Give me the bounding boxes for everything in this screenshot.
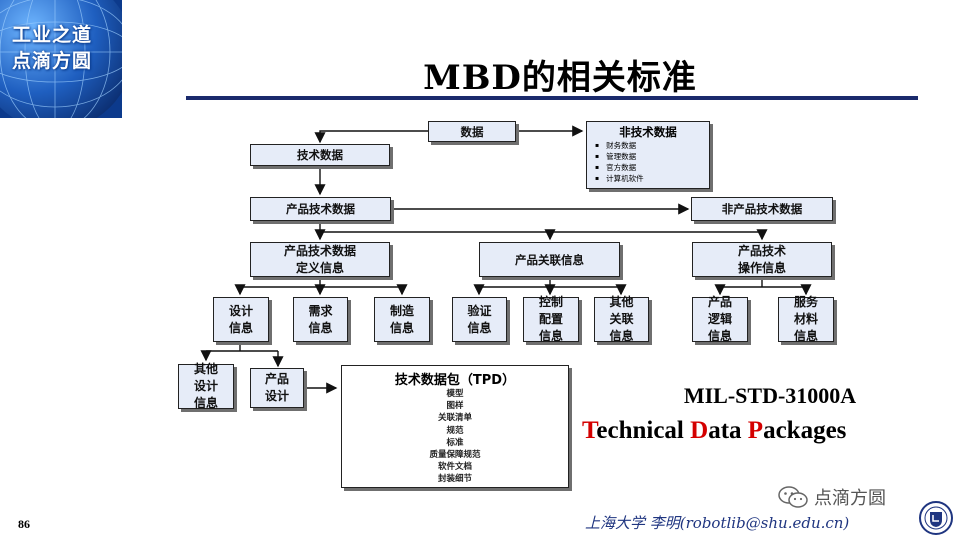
list-item: 计算机软件 bbox=[595, 173, 709, 184]
non-product-technical-data-box: 非产品技术数据 bbox=[691, 197, 833, 221]
box-line: 验证 bbox=[467, 303, 492, 318]
box-line: 信息 bbox=[538, 329, 563, 343]
product-technical-data-box: 产品技术数据 bbox=[250, 197, 391, 221]
box-line: 逻辑 bbox=[707, 312, 732, 326]
list-item: 关联清单 bbox=[437, 413, 472, 424]
other-association-info-box: 其他关联信息 bbox=[594, 295, 649, 343]
university-seal-icon bbox=[919, 501, 953, 535]
technical-data-label: 技术数据 bbox=[297, 148, 343, 162]
box-line: 信息 bbox=[193, 396, 218, 410]
list-item: 财务数据 bbox=[595, 140, 709, 151]
box-line: 信息 bbox=[228, 320, 253, 335]
manufacturing-info-box: 制造信息 bbox=[374, 297, 430, 342]
wechat-watermark: 点滴方圆 bbox=[778, 484, 886, 510]
box-line: 设计 bbox=[228, 303, 253, 318]
caption-text: ata bbox=[708, 417, 748, 444]
caption-text: ackages bbox=[763, 417, 847, 444]
list-item: 官方数据 bbox=[595, 162, 709, 173]
design-info-box: 设计信息 bbox=[213, 297, 269, 342]
list-item: 管理数据 bbox=[595, 151, 709, 162]
box-line: 信息 bbox=[389, 320, 414, 335]
box-line: 信息 bbox=[467, 320, 492, 335]
box-line: 设计 bbox=[264, 389, 289, 403]
product-definition-info-box: 产品技术数据 定义信息 bbox=[250, 242, 390, 277]
box-line: 定义信息 bbox=[295, 260, 344, 275]
list-item: 模型 bbox=[446, 389, 464, 399]
slide-title: MBD的相关标准 bbox=[423, 58, 697, 98]
globe-icon bbox=[0, 0, 122, 118]
box-line: 服务 bbox=[793, 295, 818, 309]
box-line: 操作信息 bbox=[737, 260, 786, 275]
product-operation-info-box: 产品技术 操作信息 bbox=[692, 242, 832, 277]
box-line: 配置 bbox=[538, 312, 563, 326]
product-association-info-box: 产品关联信息 bbox=[479, 242, 620, 277]
list-item: 图样 bbox=[446, 401, 464, 412]
product-design-box: 产品设计 bbox=[250, 368, 304, 408]
technical-data-package-box: 技术数据包（TPD） 模型 图样 关联清单 规范 标准 质量保障规范 软件文档 … bbox=[341, 365, 569, 488]
technical-data-box: 技术数据 bbox=[250, 144, 390, 166]
non-product-technical-data-label: 非产品技术数据 bbox=[721, 202, 803, 216]
requirement-info-box: 需求信息 bbox=[293, 297, 348, 342]
logo-line-1: 工业之道 bbox=[12, 24, 93, 46]
wechat-icon bbox=[778, 486, 808, 508]
data-label: 数据 bbox=[460, 124, 484, 139]
logo-line-2: 点滴方圆 bbox=[12, 50, 93, 72]
box-line: 其他 bbox=[609, 295, 634, 309]
box-line: 信息 bbox=[793, 329, 818, 343]
box-line: 产品 bbox=[264, 372, 289, 386]
caption-initial: P bbox=[747, 417, 764, 444]
box-line: 控制 bbox=[538, 295, 563, 309]
product-technical-data-label: 产品技术数据 bbox=[286, 202, 355, 216]
box-line: 关联 bbox=[609, 312, 634, 326]
caption-initial: T bbox=[582, 417, 597, 444]
box-line: 信息 bbox=[308, 320, 333, 335]
box-line: 产品技术数据 bbox=[283, 243, 356, 258]
brand-logo: 工业之道 点滴方圆 bbox=[0, 0, 122, 118]
non-technical-data-list: 财务数据 管理数据 官方数据 计算机软件 bbox=[595, 140, 709, 184]
footer-credit: 上海大学 李明(robotlib@shu.edu.cn) bbox=[585, 514, 850, 532]
data-box: 数据 bbox=[428, 121, 516, 142]
box-line: 其他 bbox=[193, 362, 218, 376]
box-line: 信息 bbox=[609, 329, 634, 343]
title-underline bbox=[186, 96, 918, 100]
box-line: 产品技术 bbox=[737, 243, 786, 258]
configuration-control-info-box: 控制配置信息 bbox=[523, 295, 579, 343]
list-item: 封装细节 bbox=[437, 474, 472, 485]
watermark-text: 点滴方圆 bbox=[814, 488, 886, 509]
box-line: 设计 bbox=[193, 379, 218, 393]
technical-data-packages-caption: Technical Data Packages bbox=[582, 417, 942, 445]
list-item: 规范 bbox=[446, 425, 464, 436]
non-technical-data-box: 非技术数据 财务数据 管理数据 官方数据 计算机软件 bbox=[586, 121, 710, 189]
product-logic-info-box: 产品逻辑信息 bbox=[692, 295, 748, 343]
service-material-info-box: 服务材料信息 bbox=[778, 295, 834, 343]
tpd-list: 模型 图样 关联清单 规范 标准 质量保障规范 软件文档 封装细节 bbox=[342, 388, 568, 486]
box-line: 材料 bbox=[793, 312, 818, 326]
caption-text: echnical bbox=[596, 417, 691, 444]
caption-initial: D bbox=[690, 417, 709, 444]
box-line: 制造 bbox=[389, 303, 414, 318]
verification-info-box: 验证信息 bbox=[452, 297, 507, 342]
list-item: 质量保障规范 bbox=[429, 450, 481, 461]
box-line: 需求 bbox=[308, 303, 333, 318]
list-item: 软件文档 bbox=[437, 462, 472, 473]
list-item: 标准 bbox=[446, 437, 464, 448]
tpd-header: 技术数据包（TPD） bbox=[394, 373, 516, 388]
box-line: 信息 bbox=[707, 329, 732, 343]
non-technical-data-label: 非技术数据 bbox=[619, 125, 677, 139]
other-design-info-box: 其他设计信息 bbox=[178, 362, 234, 410]
product-association-label: 产品关联信息 bbox=[515, 252, 584, 267]
box-line: 产品 bbox=[707, 295, 732, 309]
standard-name: MIL-STD-31000A bbox=[683, 383, 857, 408]
page-number: 86 bbox=[18, 517, 30, 531]
